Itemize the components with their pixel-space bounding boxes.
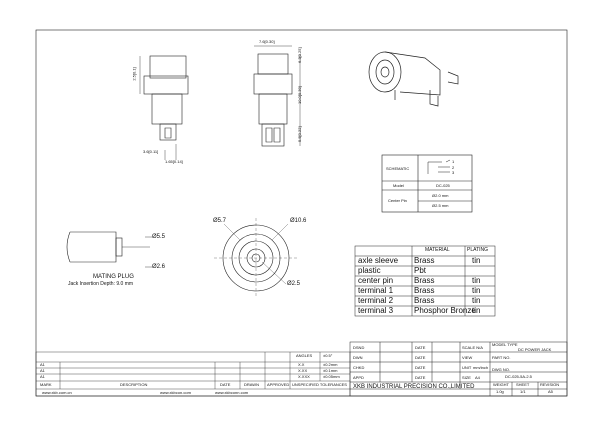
dim-plug-d2: Ø2.6 [152, 264, 166, 270]
schematic-label: SCHEMATIC [386, 166, 410, 171]
mat-row6-part: terminal 3 [358, 306, 394, 315]
mat-row3-part: center pin [358, 276, 394, 285]
center-pin-label: Center Pin [388, 198, 407, 203]
dim-foot-b: 1.65[0.14] [165, 159, 183, 164]
tb-model-type-value: DC POWER JACK [518, 347, 552, 352]
tol-header-value: ±0.5° [323, 353, 333, 358]
mat-row3-plating: tin [472, 276, 481, 285]
iso-view [368, 51, 459, 107]
tb-appd: APPD [353, 375, 364, 380]
mat-row3-material: Brass [414, 276, 435, 285]
tb-date-1: DATE [415, 345, 426, 350]
tb-size: SIZE [462, 375, 471, 380]
mating-plug-depth: Jack Insertion Depth: 9.0 mm [68, 281, 134, 287]
dim-front-d3: Ø2.5 [287, 281, 301, 287]
model-value: DC-025 [436, 183, 450, 188]
rev-drawn-label: DRAWN [244, 382, 259, 387]
rev-mark-1: A1 [40, 362, 45, 367]
dim-plug-d1: Ø5.5 [152, 234, 166, 240]
tb-weight-value: 1.0g [496, 389, 504, 394]
mat-row6-material: Phosphor Bronze [414, 306, 476, 315]
tb-date-3: DATE [415, 365, 426, 370]
schematic-pin1: 1 [452, 159, 455, 164]
side-view [139, 55, 189, 160]
mat-row5-plating: tin [472, 296, 481, 305]
mat-row4-part: terminal 1 [358, 286, 394, 295]
tol-row2-value: ±0.1mm [323, 368, 338, 373]
tol-row2-label: X.XX [298, 368, 308, 373]
footer-link-1: www.xkb.com.cn [42, 390, 72, 395]
tb-sheet: SHEET [516, 382, 530, 387]
dim-top-width: 7.6[0.30] [259, 39, 275, 44]
footer-link-3: www.xkbconn.com [215, 390, 249, 395]
tol-row3-label: X.XXX [298, 374, 310, 379]
mat-header-plating: PLATING [467, 247, 489, 253]
tb-revision: REVISION [540, 382, 560, 387]
rev-date-label: DATE [220, 382, 231, 387]
tb-revision-value: A5 [548, 389, 553, 394]
dim-foot-a: 3.6[0.11] [143, 149, 159, 154]
center-pin-1: Ø2.0 mm [432, 193, 449, 198]
mat-row6-plating: tin [472, 306, 481, 315]
tb-unit: UNIT [462, 365, 472, 370]
mating-plug-title: MATING PLUG [93, 274, 134, 280]
tol-row3-value: ±0.05mm [323, 374, 340, 379]
tb-chkd: CHKD [353, 365, 365, 370]
tb-dsnd: DSND [353, 345, 365, 350]
tol-header-angles: ANGLES [296, 353, 313, 358]
revision-block-lines [35, 351, 351, 397]
mat-row1-material: Brass [414, 256, 435, 265]
material-table-lines [354, 245, 496, 317]
center-pin-2: Ø2.5 mm [432, 203, 449, 208]
schematic-box [381, 154, 473, 213]
rev-mark-2: A1 [40, 368, 45, 373]
tb-sheet-value: 1/1 [520, 389, 526, 394]
tol-row1-value: ±0.2mm [323, 362, 338, 367]
dim-h2: 10.0[0.39] [297, 86, 302, 104]
tb-company: XKB INDUSTRIAL PRECISION CO.,LIMITED [353, 384, 475, 390]
mat-row1-plating: tin [472, 256, 481, 265]
tb-weight: WEIGHT [493, 382, 509, 387]
mat-row2-part: plastic [358, 266, 381, 275]
rev-approved-label: APPROVED [267, 382, 290, 387]
sheet-border [35, 29, 568, 397]
front-circles [214, 218, 298, 298]
model-label: Model [393, 183, 404, 188]
rev-mark-3: A1 [40, 374, 45, 379]
dim-side-height: 2.5[0.1] [131, 67, 137, 81]
mat-row1-part: axle sleeve [358, 256, 399, 265]
dim-h1: 6.3[0.25] [297, 47, 302, 63]
tb-dwg-no-value: DC-025-5A-2.5 [505, 374, 532, 379]
mat-row2-material: Pbt [414, 266, 427, 275]
tol-unspecified: UNSPECIFIED TOLERANCES [292, 382, 347, 387]
mat-header-material: MATERIAL [425, 247, 450, 253]
tb-model-type: MODEL TYPE [492, 342, 518, 347]
tb-dwn: DWN [353, 355, 363, 360]
mat-row5-part: terminal 2 [358, 296, 394, 305]
tb-size-value: A4 [475, 375, 480, 380]
dim-front-d2: Ø10.6 [290, 218, 307, 224]
mating-plug-drawing [66, 231, 152, 268]
tb-date-4: DATE [415, 375, 426, 380]
tb-date-2: DATE [415, 355, 426, 360]
tb-dwg-no: DWG NO. [492, 367, 510, 372]
footer-link-2: www.xkbcon.com [160, 390, 191, 395]
tb-scale: SCALE N/A [462, 345, 483, 350]
schematic-pin2: 2 [452, 165, 455, 170]
dim-front-d1: Ø5.7 [213, 218, 227, 224]
rev-mark-label: MARK [40, 382, 52, 387]
tb-unit-value: mm/inch [473, 365, 489, 370]
mat-row4-plating: tin [472, 286, 481, 295]
rev-desc-label: DESCRIPTION [120, 382, 148, 387]
schematic-pin3: 3 [452, 170, 455, 175]
tb-view: VIEW [462, 355, 473, 360]
tb-part-no: PART NO. [492, 355, 511, 360]
mat-row5-material: Brass [414, 296, 435, 305]
dim-h3: 5.5[0.22] [297, 126, 302, 142]
front-view [253, 45, 301, 147]
tol-row1-label: X.X [298, 362, 305, 367]
mat-row4-material: Brass [414, 286, 435, 295]
